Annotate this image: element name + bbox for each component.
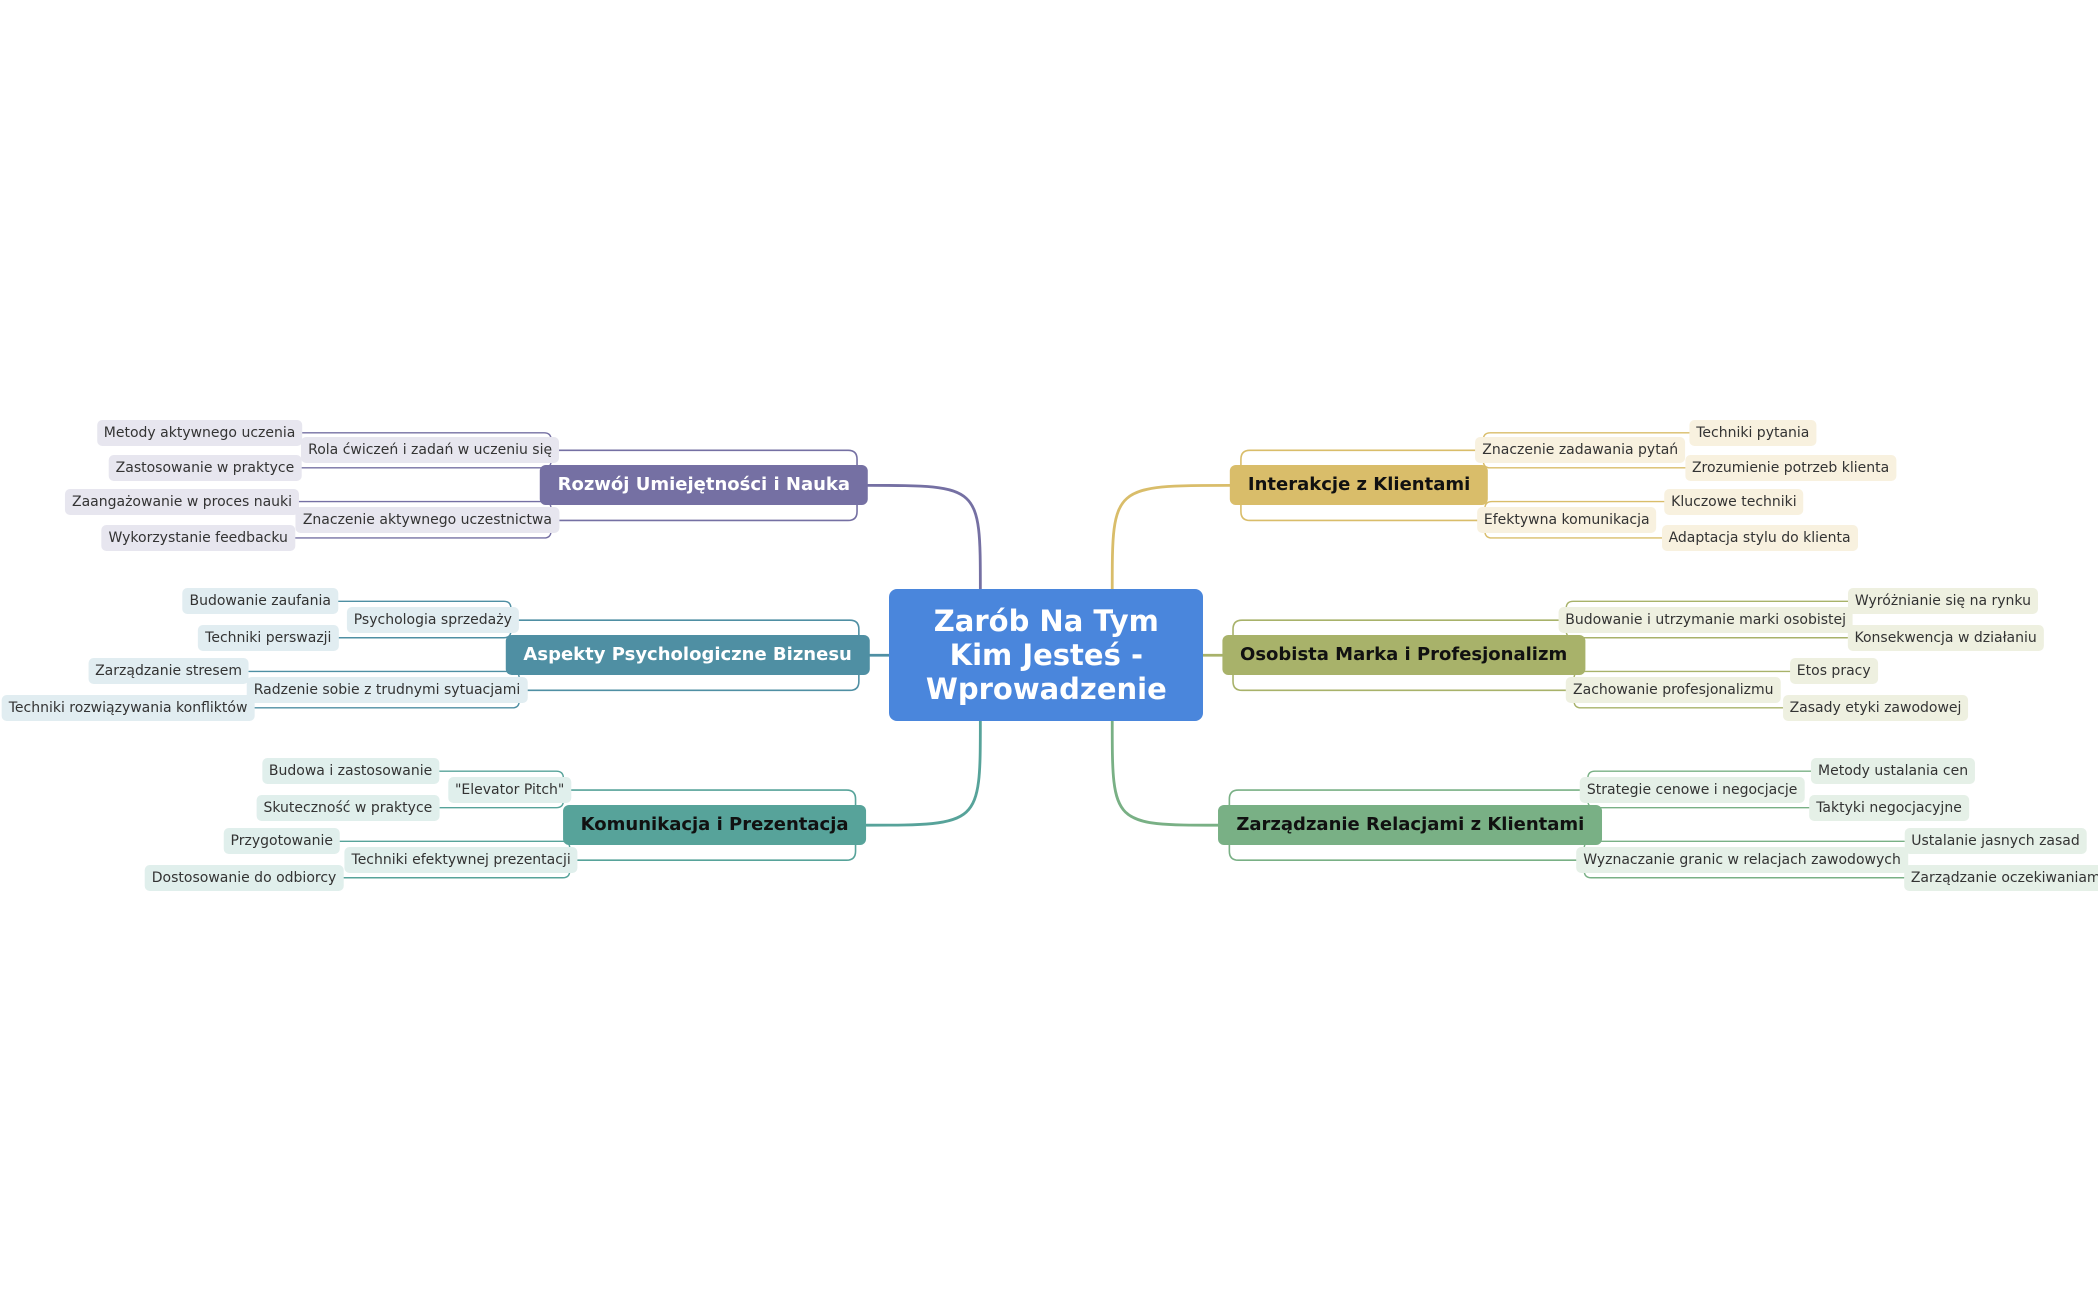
branch-komunikacja[interactable]: Komunikacja i Prezentacja (562, 805, 867, 846)
branch-zarzadzanie-relacjami[interactable]: Zarządzanie Relacjami z Klientami (1218, 805, 1603, 846)
leaf-zasady-etyki[interactable]: Zasady etyki zawodowej (1782, 694, 1969, 721)
connector-sub-5-0 (1228, 789, 1581, 826)
leaf-kluczowe-techniki[interactable]: Kluczowe techniki (1664, 488, 1804, 515)
connector-sub-4-1 (1232, 654, 1567, 692)
connector-sub-3-1 (1240, 484, 1478, 522)
leaf-zastosowanie-w-praktyce[interactable]: Zastosowanie w praktyce (108, 454, 302, 481)
root-topic[interactable]: Zarób Na Tym Kim Jesteś - Wprowadzenie (889, 589, 1204, 722)
leaf-zaangazowanie[interactable]: Zaangażowanie w proces nauki (64, 488, 300, 515)
branch-interakcje[interactable]: Interakcje z Klientami (1229, 465, 1489, 506)
subtopic-psychologia-sprzedazy[interactable]: Psychologia sprzedaży (346, 607, 519, 634)
subtopic-profesjonalizm[interactable]: Zachowanie profesjonalizmu (1566, 677, 1781, 704)
leaf-adaptacja-stylu[interactable]: Adaptacja stylu do klienta (1661, 524, 1858, 551)
branch-aspekty-psychologiczne[interactable]: Aspekty Psychologiczne Biznesu (505, 635, 870, 676)
leaf-techniki-rozwiazywania-konfliktow[interactable]: Techniki rozwiązywania konfliktów (1, 694, 255, 721)
leaf-budowa-i-zastosowanie[interactable]: Budowa i zastosowanie (261, 758, 440, 785)
connector-sub-4-0 (1232, 619, 1560, 657)
connector-sub-0-1 (558, 484, 858, 522)
leaf-metody-ustalania-cen[interactable]: Metody ustalania cen (1811, 758, 1976, 785)
connector-sub-1-0 (518, 619, 860, 657)
leaf-budowanie-zaufania[interactable]: Budowanie zaufania (182, 588, 338, 615)
subtopic-strategie-cenowe[interactable]: Strategie cenowe i negocjacje (1579, 777, 1805, 804)
subtopic-elevator-pitch[interactable]: "Elevator Pitch" (447, 777, 572, 804)
connector-root-2 (865, 719, 982, 827)
subtopic-techniki-prezentacji[interactable]: Techniki efektywnej prezentacji (344, 847, 578, 874)
leaf-zarzadzanie-oczekiwaniami[interactable]: Zarządzanie oczekiwaniami (1903, 864, 2098, 891)
connector-root-3 (1110, 483, 1232, 591)
connector-sub-5-1 (1228, 824, 1578, 862)
subtopic-marka-osobista[interactable]: Budowanie i utrzymanie marki osobistej (1558, 607, 1854, 634)
subtopic-wyznaczanie-granic[interactable]: Wyznaczanie granic w relacjach zawodowyc… (1576, 847, 1908, 874)
leaf-taktyki-negocjacyjne[interactable]: Taktyki negocjacyjne (1809, 794, 1969, 821)
leaf-skutecznosc-w-praktyce[interactable]: Skuteczność w praktyce (256, 794, 440, 821)
leaf-etos-pracy[interactable]: Etos pracy (1789, 658, 1878, 685)
leaf-metody-aktywnego-uczenia[interactable]: Metody aktywnego uczenia (96, 419, 303, 446)
connector-sub-3-0 (1240, 449, 1477, 487)
leaf-wykorzystanie-feedbacku[interactable]: Wykorzystanie feedbacku (101, 524, 295, 551)
connector-sub-2-1 (576, 824, 857, 862)
leaf-konsekwencja[interactable]: Konsekwencja w działaniu (1847, 624, 2044, 651)
leaf-przygotowanie[interactable]: Przygotowanie (223, 828, 341, 855)
connector-sub-2-0 (570, 789, 857, 826)
subtopic-radzenie-sobie[interactable]: Radzenie sobie z trudnymi sytuacjami (246, 677, 528, 704)
connector-sub-0-0 (558, 449, 858, 487)
leaf-ustalanie-zasad[interactable]: Ustalanie jasnych zasad (1904, 828, 2087, 855)
leaf-zarzadzanie-stresem[interactable]: Zarządzanie stresem (88, 658, 249, 685)
subtopic-znaczenie-aktywnego-uczestnictwa[interactable]: Znaczenie aktywnego uczestnictwa (295, 507, 559, 534)
branch-rozwoj[interactable]: Rozwój Umiejętności i Nauka (539, 465, 869, 506)
subtopic-zadawanie-pytan[interactable]: Znaczenie zadawania pytań (1475, 437, 1686, 464)
connector-root-0 (866, 483, 982, 591)
leaf-dostosowanie-do-odbiorcy[interactable]: Dostosowanie do odbiorcy (144, 864, 344, 891)
subtopic-rola-cwiczen[interactable]: Rola ćwiczeń i zadań w uczeniu się (301, 437, 560, 464)
connector-root-5 (1110, 719, 1220, 827)
connector-sub-1-1 (526, 654, 860, 692)
leaf-techniki-perswazji[interactable]: Techniki perswazji (198, 624, 339, 651)
leaf-zrozumienie-potrzeb[interactable]: Zrozumienie potrzeb klienta (1684, 454, 1897, 481)
branch-osobista-marka[interactable]: Osobista Marka i Profesjonalizm (1222, 635, 1586, 676)
subtopic-efektywna-komunikacja[interactable]: Efektywna komunikacja (1476, 507, 1657, 534)
leaf-wyroznianie-sie[interactable]: Wyróżnianie się na rynku (1847, 588, 2038, 615)
leaf-techniki-pytania[interactable]: Techniki pytania (1689, 419, 1817, 446)
